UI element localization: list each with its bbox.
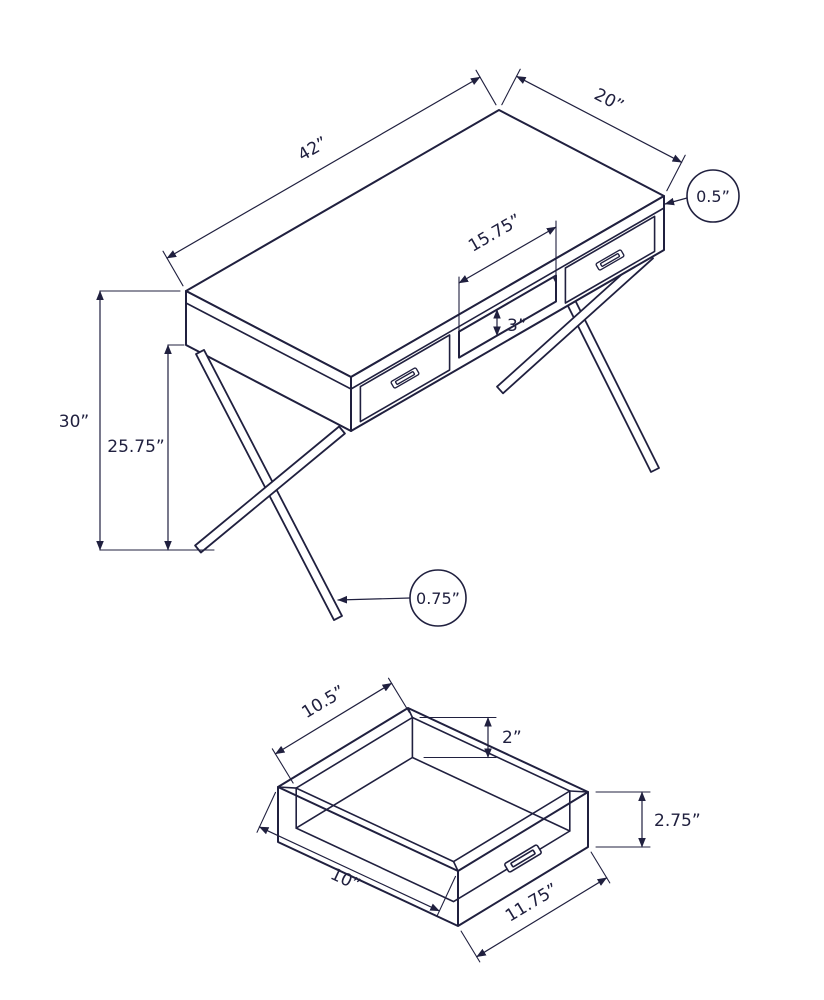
drawer-isometric-view: 10.5” 2” 2.75” 10” 11.75” [256,677,701,963]
callout-top-thickness-label: 0.5” [696,187,730,206]
callout-circle [409,569,467,627]
extension-line [162,250,184,287]
callout-circle [686,169,740,223]
dimension-line [458,226,557,284]
handle-bar [595,249,625,271]
dim-drawer-inner-width-label: 10.5” [298,682,348,723]
callout-leg-diameter-label: 0.75” [416,589,460,608]
drawer-outer-rim [277,707,589,872]
desk-isometric-view: 42” 20” 15.75” 3” 30” [59,68,740,627]
extension-line [271,748,294,784]
dim-drawer-side-height: 2.75” [595,791,701,848]
handle-inset [510,849,536,868]
dimension-line [258,826,440,912]
rim-corner-line [452,860,459,872]
drawer-front-handle [504,844,542,873]
dim-leg-height-label: 25.75” [107,437,164,457]
dimension-line [515,75,683,163]
rim-corner-line [277,786,298,789]
extension-line [256,791,277,833]
dim-opening-height: 3” [493,309,527,337]
handle-bar [504,844,542,873]
dim-top-length-label: 42” [295,133,331,166]
dim-drawer-front-width: 11.75” [460,851,611,963]
dimension-line [274,682,393,755]
dim-overall-height: 30” [59,290,215,551]
leg-strut [194,425,346,554]
dim-drawer-depth-label: 10” [327,864,363,895]
dim-drawer-side-height-label: 2.75” [654,811,701,831]
drawer-handle-left [390,367,420,389]
dim-drawer-inner-depth-label: 2” [502,728,522,748]
handle-inset [599,253,621,267]
rim-corner-line [568,790,589,793]
handle-inset [394,371,416,385]
rim-corner-line [407,707,414,719]
extension-line [475,69,497,106]
extension-line [436,875,457,917]
dim-drawer-inner-depth: 2” [419,716,522,759]
extension-line [666,154,686,192]
leader-line [664,197,688,206]
leg-x-left [194,348,346,621]
dim-leg-height: 25.75” [107,344,185,551]
dim-overall-height-label: 30” [59,412,89,432]
drawer-rim-corner-lines [277,707,589,872]
desk-top-edge-line [185,207,665,390]
dim-top-depth-label: 20” [591,85,627,117]
dim-drawer-front-width-label: 11.75” [502,880,562,927]
dim-opening-height-label: 3” [507,316,527,336]
drawer-handle-right [595,249,625,271]
callout-leg-diameter: 0.75” [337,569,467,627]
extension-line [501,68,521,106]
handle-bar [390,367,420,389]
callout-top-thickness: 0.5” [664,169,740,223]
dimension-line [166,76,481,259]
leader-line [337,595,411,604]
dimension-line [476,877,608,958]
